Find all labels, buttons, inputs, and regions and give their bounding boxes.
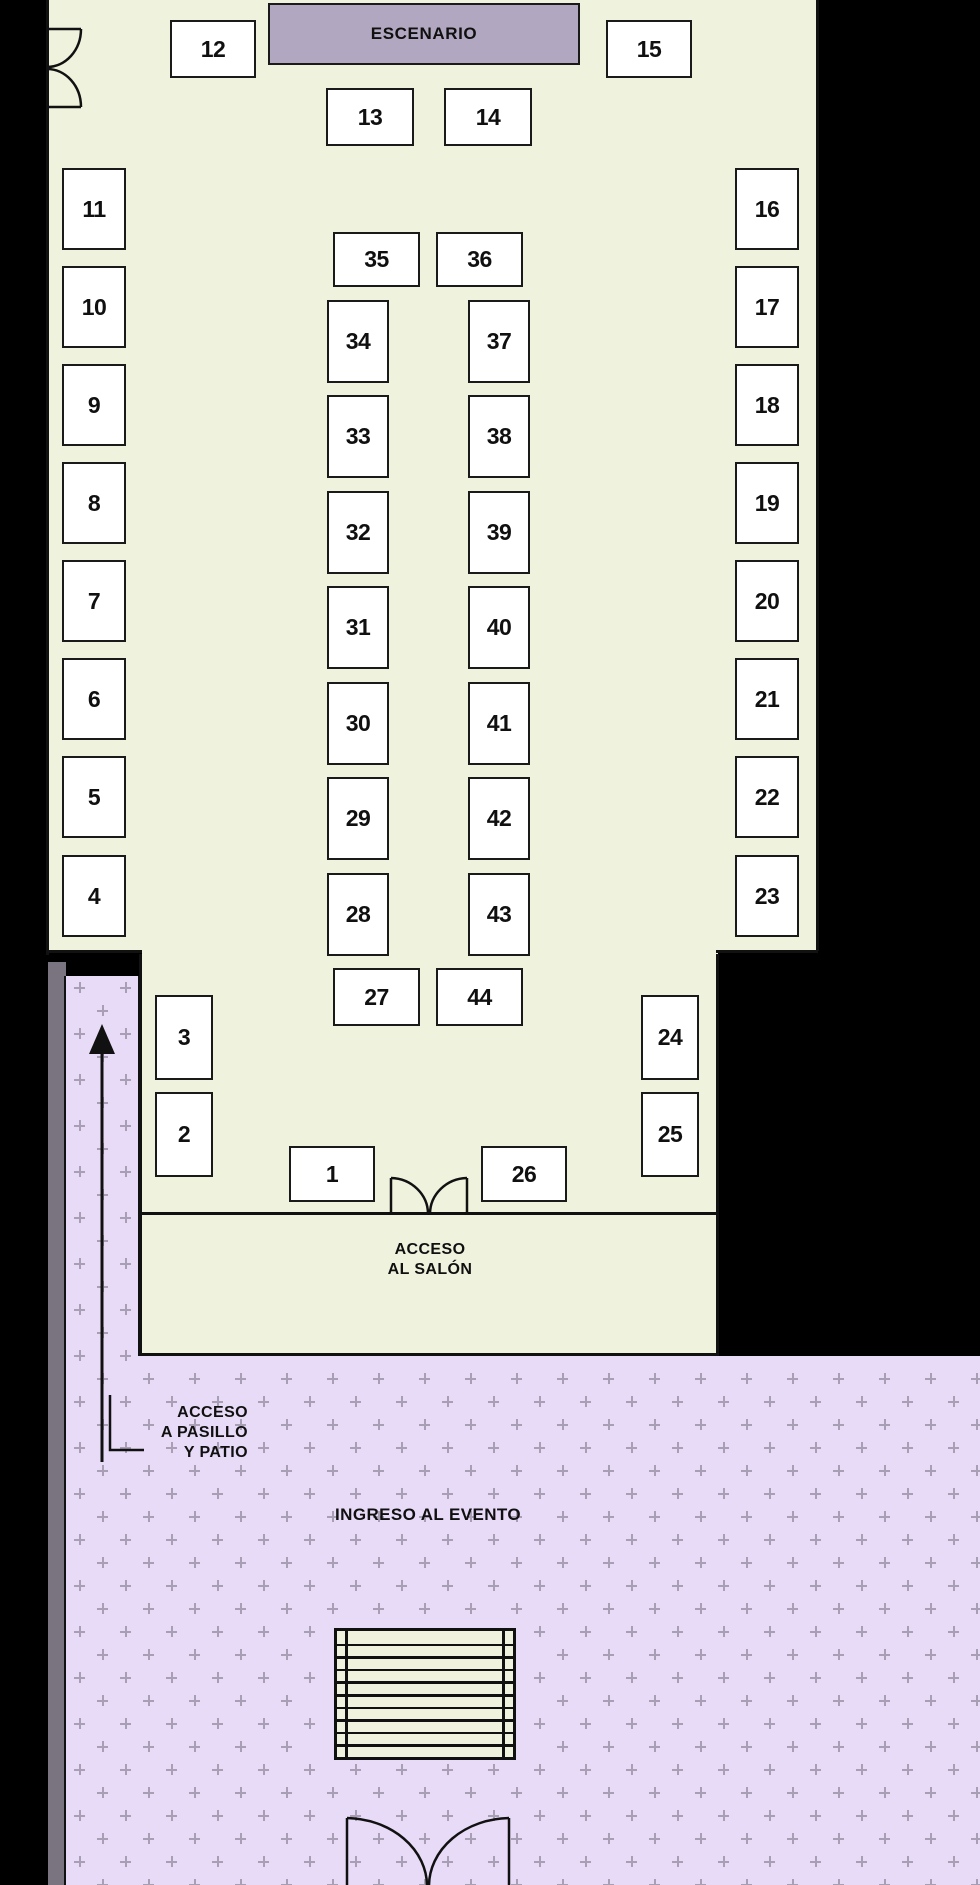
stairs [334,1628,516,1760]
table-34[interactable]: 34 [327,300,389,383]
stair-tread [337,1656,513,1659]
stair-tread [337,1668,513,1672]
table-43[interactable]: 43 [468,873,530,956]
salon-right-wall [816,0,819,951]
table-20[interactable]: 20 [735,560,799,642]
table-14[interactable]: 14 [444,88,532,146]
table-32[interactable]: 32 [327,491,389,574]
table-16[interactable]: 16 [735,168,799,250]
wall-left-upper [0,0,48,955]
table-17[interactable]: 17 [735,266,799,348]
table-9[interactable]: 9 [62,364,126,446]
stair-tread [337,1744,513,1747]
table-42[interactable]: 42 [468,777,530,860]
corridor-direction-arrow-icon [89,1024,115,1462]
salon-bottom-wall-left [46,950,142,953]
left-wall-door-icon[interactable] [46,27,87,109]
table-11[interactable]: 11 [62,168,126,250]
salon-lower-left-wall [139,954,142,1356]
table-23[interactable]: 23 [735,855,799,937]
stair-tread [337,1681,513,1684]
event-entrance-door-icon[interactable] [345,1816,511,1885]
escenario-stage[interactable]: ESCENARIO [268,3,580,65]
table-15[interactable]: 15 [606,20,692,78]
salon-lower-bottom-wall [139,1353,719,1356]
table-31[interactable]: 31 [327,586,389,669]
table-8[interactable]: 8 [62,462,126,544]
table-29[interactable]: 29 [327,777,389,860]
table-33[interactable]: 33 [327,395,389,478]
label-ingreso-al-evento: INGRESO AL EVENTO [335,1505,521,1524]
table-26[interactable]: 26 [481,1146,567,1202]
table-1[interactable]: 1 [289,1146,375,1202]
table-12[interactable]: 12 [170,20,256,78]
table-21[interactable]: 21 [735,658,799,740]
wall-left-lower [0,955,56,1885]
table-7[interactable]: 7 [62,560,126,642]
table-25[interactable]: 25 [641,1092,699,1177]
table-36[interactable]: 36 [436,232,523,287]
table-2[interactable]: 2 [155,1092,213,1177]
table-6[interactable]: 6 [62,658,126,740]
table-35[interactable]: 35 [333,232,420,287]
wall-right-upper [818,0,980,950]
salon-floor-main [46,0,818,952]
table-38[interactable]: 38 [468,395,530,478]
table-13[interactable]: 13 [326,88,414,146]
table-27[interactable]: 27 [333,968,420,1026]
stair-tread [337,1643,513,1647]
table-22[interactable]: 22 [735,756,799,838]
wall-right-lower [718,950,980,1354]
salon-access-door-icon[interactable] [389,1176,469,1216]
table-37[interactable]: 37 [468,300,530,383]
label-acceso-al-salon: ACCESO AL SALÓN [387,1241,473,1278]
stair-tread [337,1731,513,1735]
table-44[interactable]: 44 [436,968,523,1026]
table-40[interactable]: 40 [468,586,530,669]
stair-tread [337,1719,513,1722]
corridor-wall-gray [48,962,66,1885]
salon-lower-right-wall [716,954,719,1356]
table-4[interactable]: 4 [62,855,126,937]
table-3[interactable]: 3 [155,995,213,1080]
table-24[interactable]: 24 [641,995,699,1080]
table-28[interactable]: 28 [327,873,389,956]
table-39[interactable]: 39 [468,491,530,574]
corridor-left-edge [64,976,66,1885]
stair-tread [337,1706,513,1710]
table-18[interactable]: 18 [735,364,799,446]
label-acceso-pasillo-patio: ACCESO A PASILLO Y PATIO [160,1404,248,1461]
salon-bottom-wall-right [716,950,818,953]
table-41[interactable]: 41 [468,682,530,765]
table-10[interactable]: 10 [62,266,126,348]
salon-left-wall [46,0,49,955]
table-30[interactable]: 30 [327,682,389,765]
table-19[interactable]: 19 [735,462,799,544]
stair-tread [337,1694,513,1697]
salon-floor-lower-top [141,954,719,1354]
pasillo-leader-line [108,1395,144,1452]
table-5[interactable]: 5 [62,756,126,838]
